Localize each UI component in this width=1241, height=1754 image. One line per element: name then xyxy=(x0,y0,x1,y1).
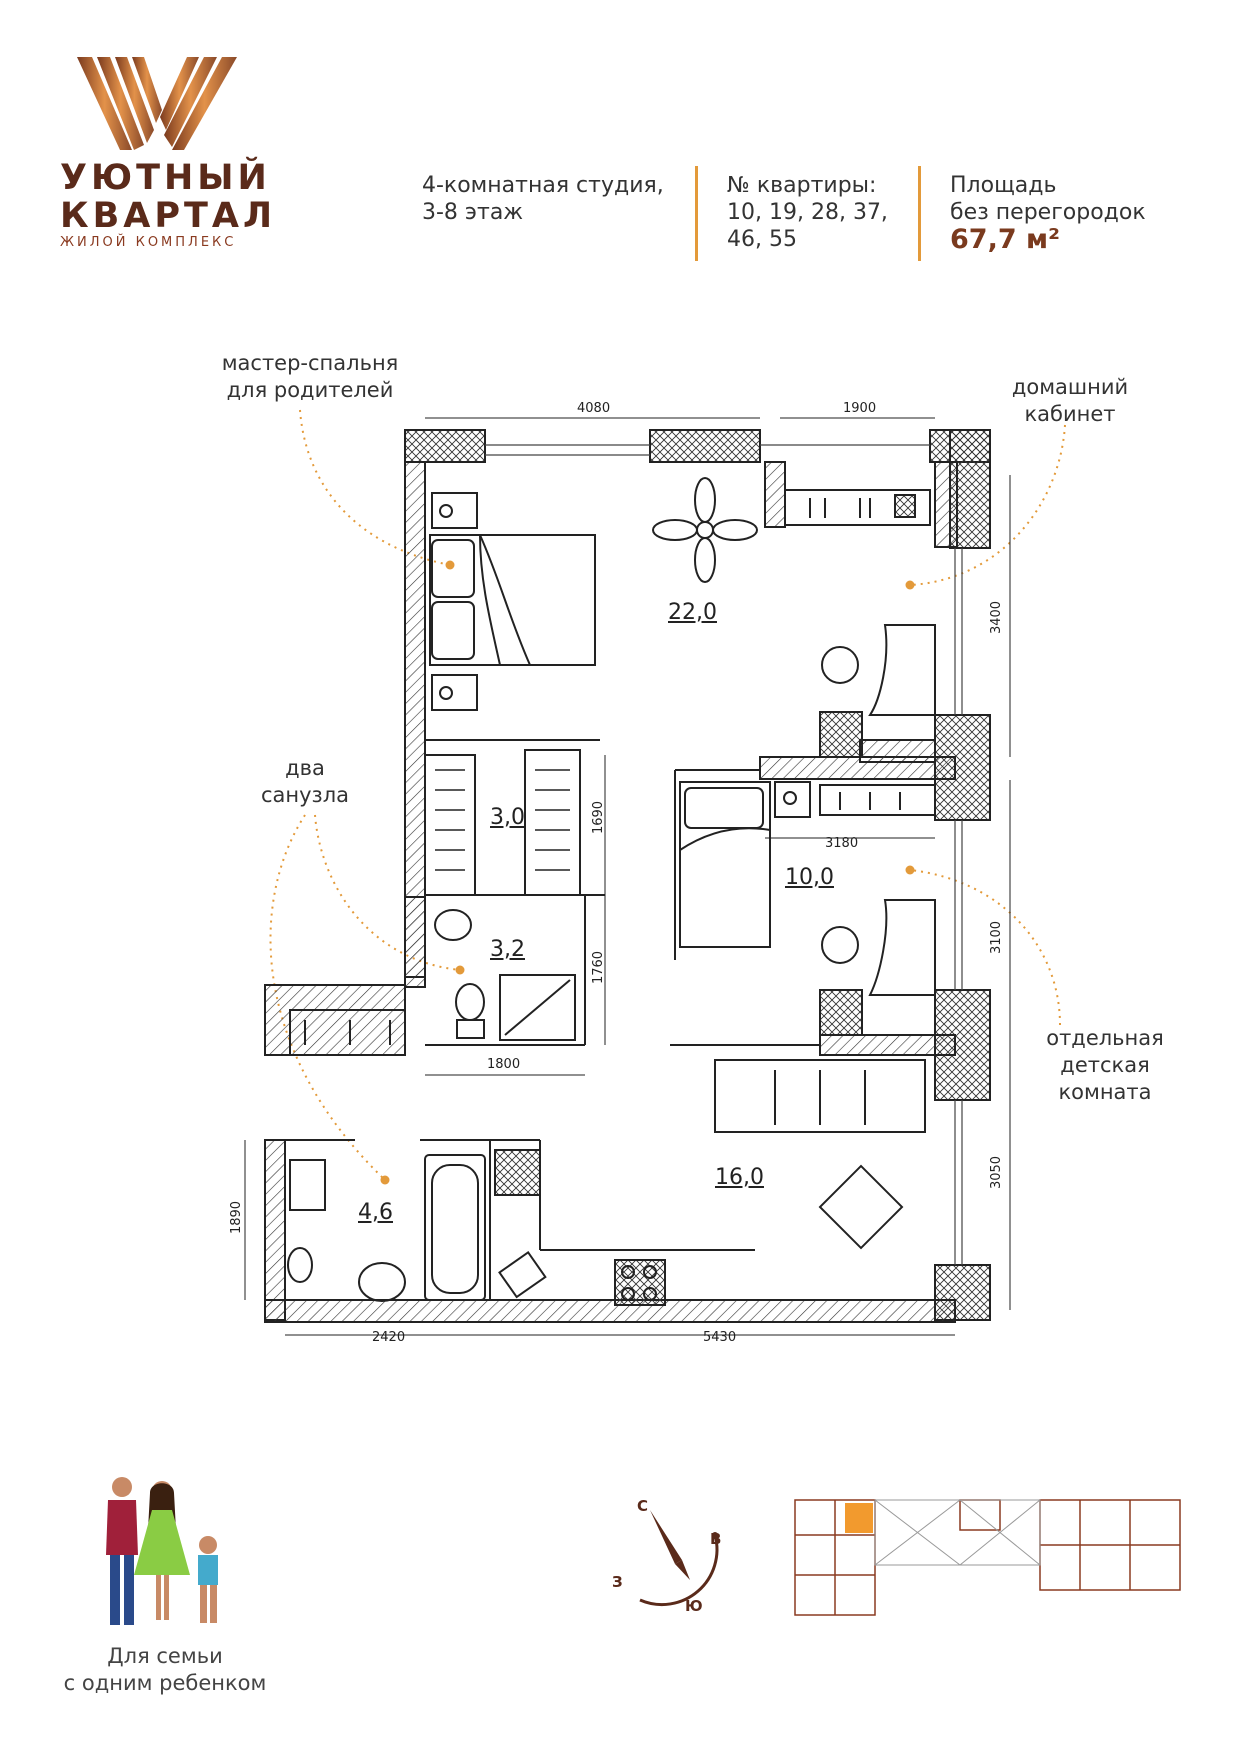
family-caption: Для семьи с одним ребенком xyxy=(63,1644,267,1695)
room-area-kitchen: 16,0 xyxy=(715,1165,764,1190)
callout-master-bedroom: мастер-спальня для родителей xyxy=(221,351,399,402)
ceiling-fan-icon xyxy=(652,477,758,583)
dim-bottom-right: 5430 xyxy=(703,1330,737,1345)
dim-wc-width: 1800 xyxy=(487,1057,521,1072)
callout-kids-room: отдельная детская комната xyxy=(1046,1026,1164,1104)
bathtub-icon xyxy=(287,1149,541,1302)
callout-two-bathrooms: два санузла xyxy=(260,756,350,807)
room-area-wc: 3,2 xyxy=(490,937,525,962)
dim-wardrobe-height: 1690 xyxy=(591,800,607,835)
dim-right-mid: 3100 xyxy=(989,920,1005,955)
dim-right-bottom: 3050 xyxy=(989,1155,1005,1190)
logo-mark-icon xyxy=(77,57,237,150)
room-area-wardrobe: 3,0 xyxy=(490,805,525,830)
dim-bath-height: 1890 xyxy=(229,1200,245,1235)
header-divider xyxy=(918,166,921,261)
family-illustration-icon xyxy=(106,1477,218,1625)
room-area-main: 22,0 xyxy=(668,600,717,625)
room-area-kids: 10,0 xyxy=(785,865,834,890)
logo-subtitle: ЖИЛОЙ КОМПЛЕКС xyxy=(60,235,237,250)
toilet-icon xyxy=(434,909,576,1041)
bed-icon xyxy=(429,492,596,711)
dim-right-top: 3400 xyxy=(989,600,1005,635)
dim-top-right: 1900 xyxy=(843,401,877,416)
logo: УЮТНЫЙ КВАРТАЛ ЖИЛОЙ КОМПЛЕКС xyxy=(60,55,277,250)
compass-east: В xyxy=(710,1530,722,1548)
apartment-numbers: № квартиры: 10, 19, 28, 37, 46, 55 xyxy=(727,173,888,252)
callout-home-office: домашний кабинет xyxy=(1011,375,1129,426)
compass-north: С xyxy=(637,1497,649,1515)
logo-line2: КВАРТАЛ xyxy=(60,196,277,236)
compass-west: З xyxy=(612,1573,623,1591)
highlighted-apartment xyxy=(845,1503,873,1533)
room-area-bathroom: 4,6 xyxy=(358,1200,393,1225)
logo-line1: УЮТНЫЙ xyxy=(60,158,271,198)
apartment-type: 4-комнатная студия, 3-8 этаж xyxy=(422,173,664,225)
dining-table-icon xyxy=(498,1059,926,1306)
dim-kids-width: 3180 xyxy=(825,836,859,851)
apartment-area: Площадь без перегородок 67,7 м² xyxy=(950,173,1146,255)
wardrobe-shelves xyxy=(435,769,570,871)
kids-chair-icon xyxy=(821,926,859,964)
kids-bed-icon xyxy=(679,781,936,1036)
building-floor-plan-mini xyxy=(794,1499,1181,1616)
office-chair-icon xyxy=(821,646,859,684)
dim-bottom-left: 2420 xyxy=(372,1330,406,1345)
header-divider xyxy=(695,166,698,261)
dim-wc-height: 1760 xyxy=(591,950,607,985)
dim-top-left: 4080 xyxy=(577,401,611,416)
area-value: 67,7 м² xyxy=(950,224,1060,255)
compass-south: Ю xyxy=(685,1597,703,1615)
compass-icon xyxy=(639,1510,719,1607)
